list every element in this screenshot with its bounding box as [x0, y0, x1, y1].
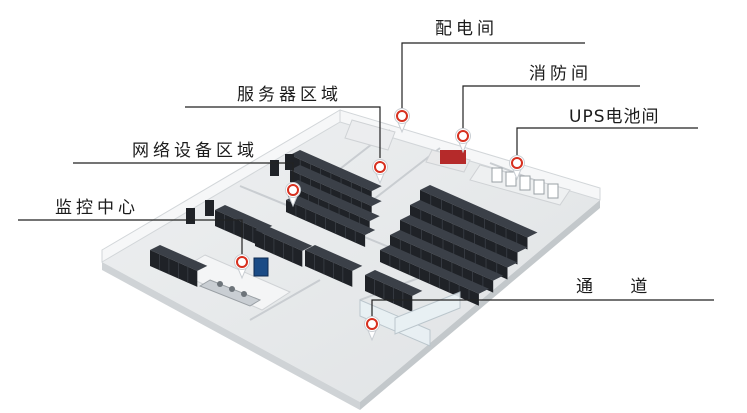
rack-row-top	[215, 205, 273, 231]
rack-row-top	[288, 180, 380, 222]
rack-row-top	[400, 215, 518, 268]
marker-network-area	[285, 182, 301, 208]
monitoring-desk	[198, 257, 269, 307]
label-power-room: 配电间	[435, 19, 498, 39]
rack-row	[215, 210, 263, 247]
cabinet	[270, 160, 279, 176]
rack-row	[305, 250, 353, 287]
rack-row-top	[390, 230, 504, 281]
marker-ups-room	[509, 155, 525, 181]
monitor-screen	[253, 257, 269, 277]
label-server-area: 服务器区域	[237, 85, 342, 105]
rack-row-top	[150, 245, 208, 271]
marker-server-area	[372, 159, 388, 185]
glass-partitions	[359, 291, 461, 347]
fire-equipment	[440, 150, 466, 164]
rack-row	[150, 250, 198, 287]
label-aisle: 通 道	[576, 277, 664, 297]
leader-aisle	[371, 299, 714, 322]
rack-row-top	[365, 270, 423, 296]
leader-network-area	[73, 162, 294, 185]
rack-row-top	[255, 225, 313, 251]
leader-power-room	[401, 42, 585, 110]
rack-row	[365, 275, 413, 312]
location-markers	[234, 108, 525, 342]
rack-row-top	[420, 185, 538, 238]
ups-cabinets	[491, 167, 559, 199]
marker-monitor-center	[234, 254, 250, 280]
marker-aisle	[364, 316, 380, 342]
rack-row-top	[290, 150, 382, 192]
leader-ups-room	[516, 127, 698, 160]
label-fire-room: 消防间	[529, 64, 592, 84]
leader-fire-room	[462, 85, 640, 130]
cabinet	[285, 154, 294, 170]
leader-monitor-center	[18, 219, 243, 260]
label-network-area: 网络设备区域	[132, 141, 258, 161]
label-monitor-center: 监控中心	[55, 198, 139, 218]
leader-server-area	[185, 106, 381, 158]
rack-row-top	[410, 200, 528, 253]
rack-row-top	[305, 245, 363, 271]
leader-lines	[18, 42, 714, 322]
rack-row-top	[290, 165, 382, 207]
marker-power-room	[394, 108, 410, 134]
cabinet	[186, 208, 195, 224]
label-ups-room: UPS电池间	[569, 107, 660, 127]
rack-rows	[150, 150, 538, 312]
cabinet	[205, 200, 214, 216]
rack-row	[255, 230, 303, 267]
rack-row-top	[380, 245, 489, 294]
marker-fire-room	[455, 128, 471, 154]
rack-row-top	[286, 195, 376, 235]
